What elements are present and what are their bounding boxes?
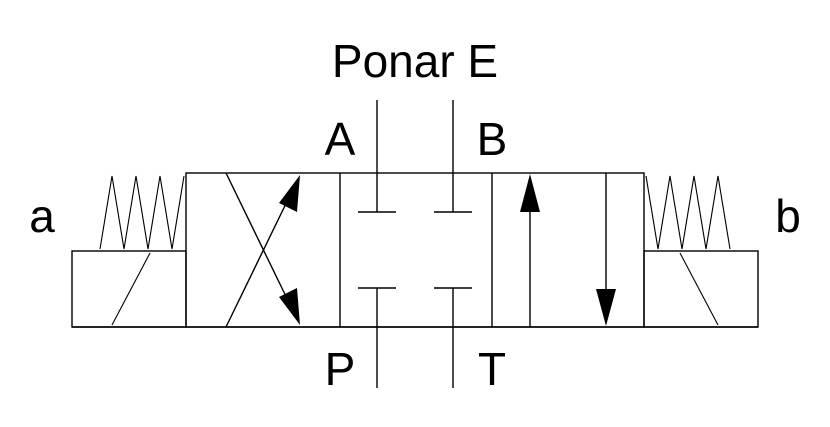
spring-a-icon — [99, 175, 185, 250]
port-b-label: B — [477, 113, 508, 165]
solenoid-a-label: a — [29, 190, 55, 242]
port-t-label: T — [478, 343, 506, 395]
crossover-position — [225, 172, 300, 328]
valve-body — [185, 172, 645, 328]
port-a-label: A — [325, 113, 356, 165]
cross-path-up — [225, 182, 297, 328]
arrowhead-up-right — [279, 175, 300, 212]
solenoid-b-coil-box — [643, 250, 759, 328]
arrowhead-down-right — [279, 288, 300, 325]
port-p-label: P — [325, 343, 356, 395]
arrowhead-up — [520, 174, 540, 212]
solenoid-b-winding — [679, 252, 719, 326]
solenoid-a — [71, 175, 187, 328]
center-blocked-position — [358, 173, 472, 327]
solenoid-b-label: b — [775, 190, 801, 242]
solenoid-b — [643, 175, 759, 328]
cross-path-down — [225, 172, 297, 318]
solenoid-a-winding — [111, 252, 151, 326]
solenoid-a-coil-box — [71, 250, 187, 328]
spring-b-icon — [645, 175, 731, 250]
arrowhead-down — [596, 289, 616, 326]
parallel-position — [520, 173, 616, 327]
diagram-title: Ponar E — [332, 35, 498, 87]
